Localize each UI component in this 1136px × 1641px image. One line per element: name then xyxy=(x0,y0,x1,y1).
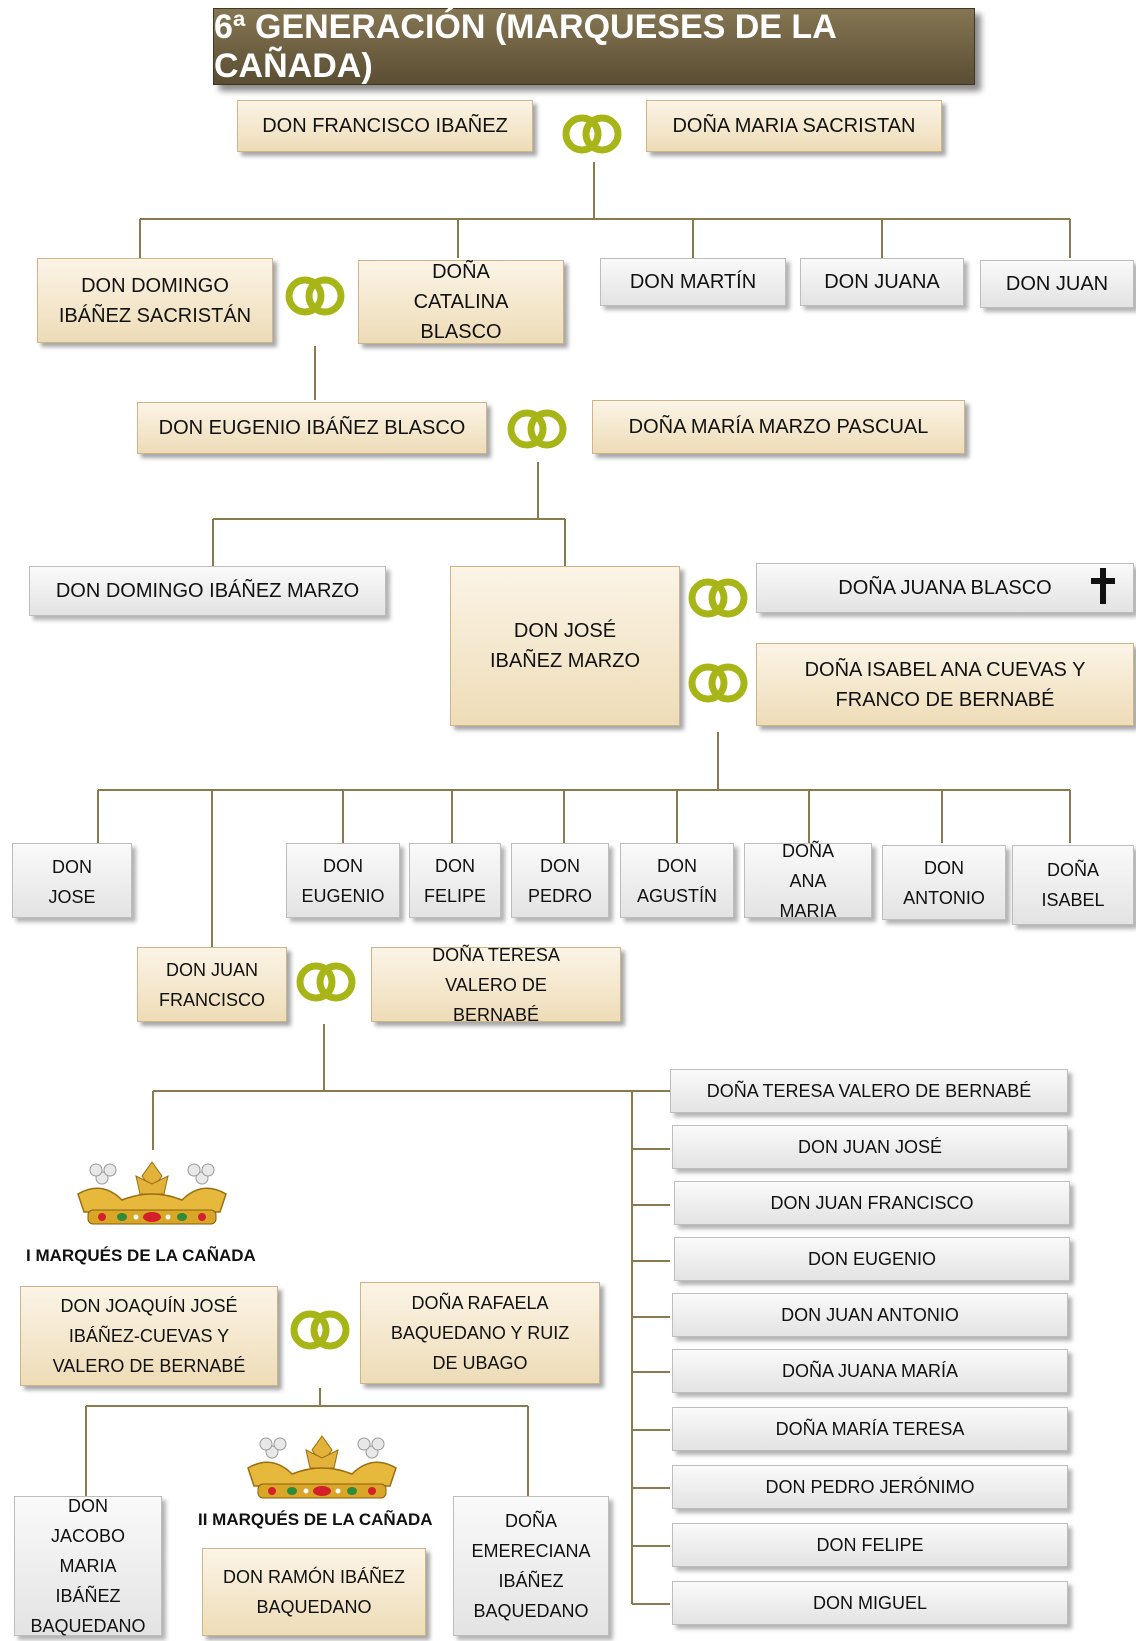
sibling-item: DOÑA JUANA MARÍA xyxy=(672,1349,1068,1393)
crown-icon xyxy=(72,1160,232,1237)
person-catalina-blasco: DOÑA CATALINA BLASCO xyxy=(358,260,564,344)
person-antonio: DON ANTONIO xyxy=(882,845,1006,920)
person-martin: DON MARTÍN xyxy=(600,258,786,306)
cross-icon xyxy=(1088,566,1118,611)
sibling-item: DON JUAN FRANCISCO xyxy=(674,1181,1070,1225)
person-ramon-ibanez-baquedano: DON RAMÓN IBÁÑEZ BAQUEDANO xyxy=(202,1548,426,1636)
sibling-item: DOÑA MARÍA TERESA xyxy=(672,1407,1068,1451)
person-juana: DON JUANA xyxy=(800,258,964,306)
person-teresa-valero-de-bernabe: DOÑA TERESA VALERO DE BERNABÉ xyxy=(371,945,621,1025)
person-francisco-ibanez: DON FRANCISCO IBAÑEZ xyxy=(237,100,533,152)
person-rafaela-baquedano: DOÑA RAFAELA BAQUEDANO Y RUIZ DE UBAGO xyxy=(360,1282,600,1384)
person-eugenio: DON EUGENIO xyxy=(286,843,400,918)
person-isabel-ana-cuevas: DOÑA ISABEL ANA CUEVAS Y FRANCO DE BERNA… xyxy=(756,643,1134,726)
sibling-item: DON PEDRO JERÓNIMO xyxy=(672,1465,1068,1509)
person-joaquin-jose-ibanez-cuevas: DON JOAQUÍN JOSÉ IBÁÑEZ-CUEVAS Y VALERO … xyxy=(20,1286,278,1386)
person-maria-marzo-pascual: DOÑA MARÍA MARZO PASCUAL xyxy=(592,400,965,454)
crown-icon xyxy=(242,1434,402,1511)
marriage-rings-icon xyxy=(684,659,754,712)
sibling-item: DOÑA TERESA VALERO DE BERNABÉ xyxy=(670,1069,1068,1113)
person-emereciana: DOÑA EMERECIANA IBÁÑEZ BAQUEDANO xyxy=(453,1496,609,1636)
person-maria-sacristan: DOÑA MARIA SACRISTAN xyxy=(646,100,942,152)
sibling-item: DON FELIPE xyxy=(672,1523,1068,1567)
person-jose-ibanez-marzo: DON JOSÉ IBAÑEZ MARZO xyxy=(450,566,680,726)
marques-title-1: I MARQUÉS DE LA CAÑADA xyxy=(26,1246,256,1265)
marriage-rings-icon xyxy=(281,272,351,325)
person-juana-blasco: DOÑA JUANA BLASCO xyxy=(756,563,1134,613)
marriage-rings-icon xyxy=(286,1306,356,1359)
marques-title-2: II MARQUÉS DE LA CAÑADA xyxy=(198,1510,433,1529)
person-juan: DON JUAN xyxy=(980,260,1134,308)
marriage-rings-icon xyxy=(292,958,362,1011)
sibling-item: DON JUAN JOSÉ xyxy=(672,1125,1068,1169)
person-ana-maria: DOÑA ANA MARIA xyxy=(744,841,872,921)
marriage-rings-icon xyxy=(558,110,628,163)
sibling-item: DON MIGUEL xyxy=(672,1581,1068,1625)
person-juan-francisco: DON JUAN FRANCISCO xyxy=(137,947,287,1022)
sibling-item: DON JUAN ANTONIO xyxy=(672,1293,1068,1337)
person-domingo-ibanez-sacristan: DON DOMINGO IBÁÑEZ SACRISTÁN xyxy=(37,258,273,343)
person-isabel: DOÑA ISABEL xyxy=(1012,845,1134,925)
marriage-rings-icon xyxy=(684,574,754,627)
person-pedro: DON PEDRO xyxy=(511,843,609,918)
person-agustin: DON AGUSTÍN xyxy=(620,843,734,918)
person-eugenio-ibanez-blasco: DON EUGENIO IBÁÑEZ BLASCO xyxy=(137,402,487,454)
marriage-rings-icon xyxy=(503,405,573,458)
page-title: 6ª GENERACIÓN (MARQUESES DE LA CAÑADA) xyxy=(213,8,975,85)
sibling-item: DON EUGENIO xyxy=(674,1237,1070,1281)
person-domingo-ibanez-marzo: DON DOMINGO IBÁÑEZ MARZO xyxy=(29,566,386,616)
person-felipe: DON FELIPE xyxy=(409,843,501,918)
person-jose: DON JOSE xyxy=(12,843,132,918)
person-jacobo-maria: DON JACOBO MARIA IBÁÑEZ BAQUEDANO xyxy=(14,1496,162,1636)
